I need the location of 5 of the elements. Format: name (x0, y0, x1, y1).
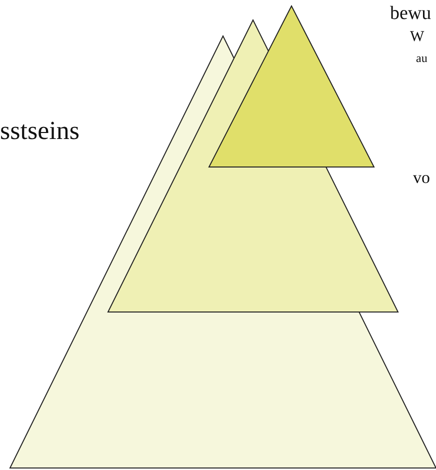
text-label: W (410, 30, 424, 45)
text-label: vo (413, 169, 430, 186)
text-label: sstseins (0, 118, 80, 144)
text-label: bewu (390, 4, 432, 23)
text-label: au (416, 52, 428, 64)
